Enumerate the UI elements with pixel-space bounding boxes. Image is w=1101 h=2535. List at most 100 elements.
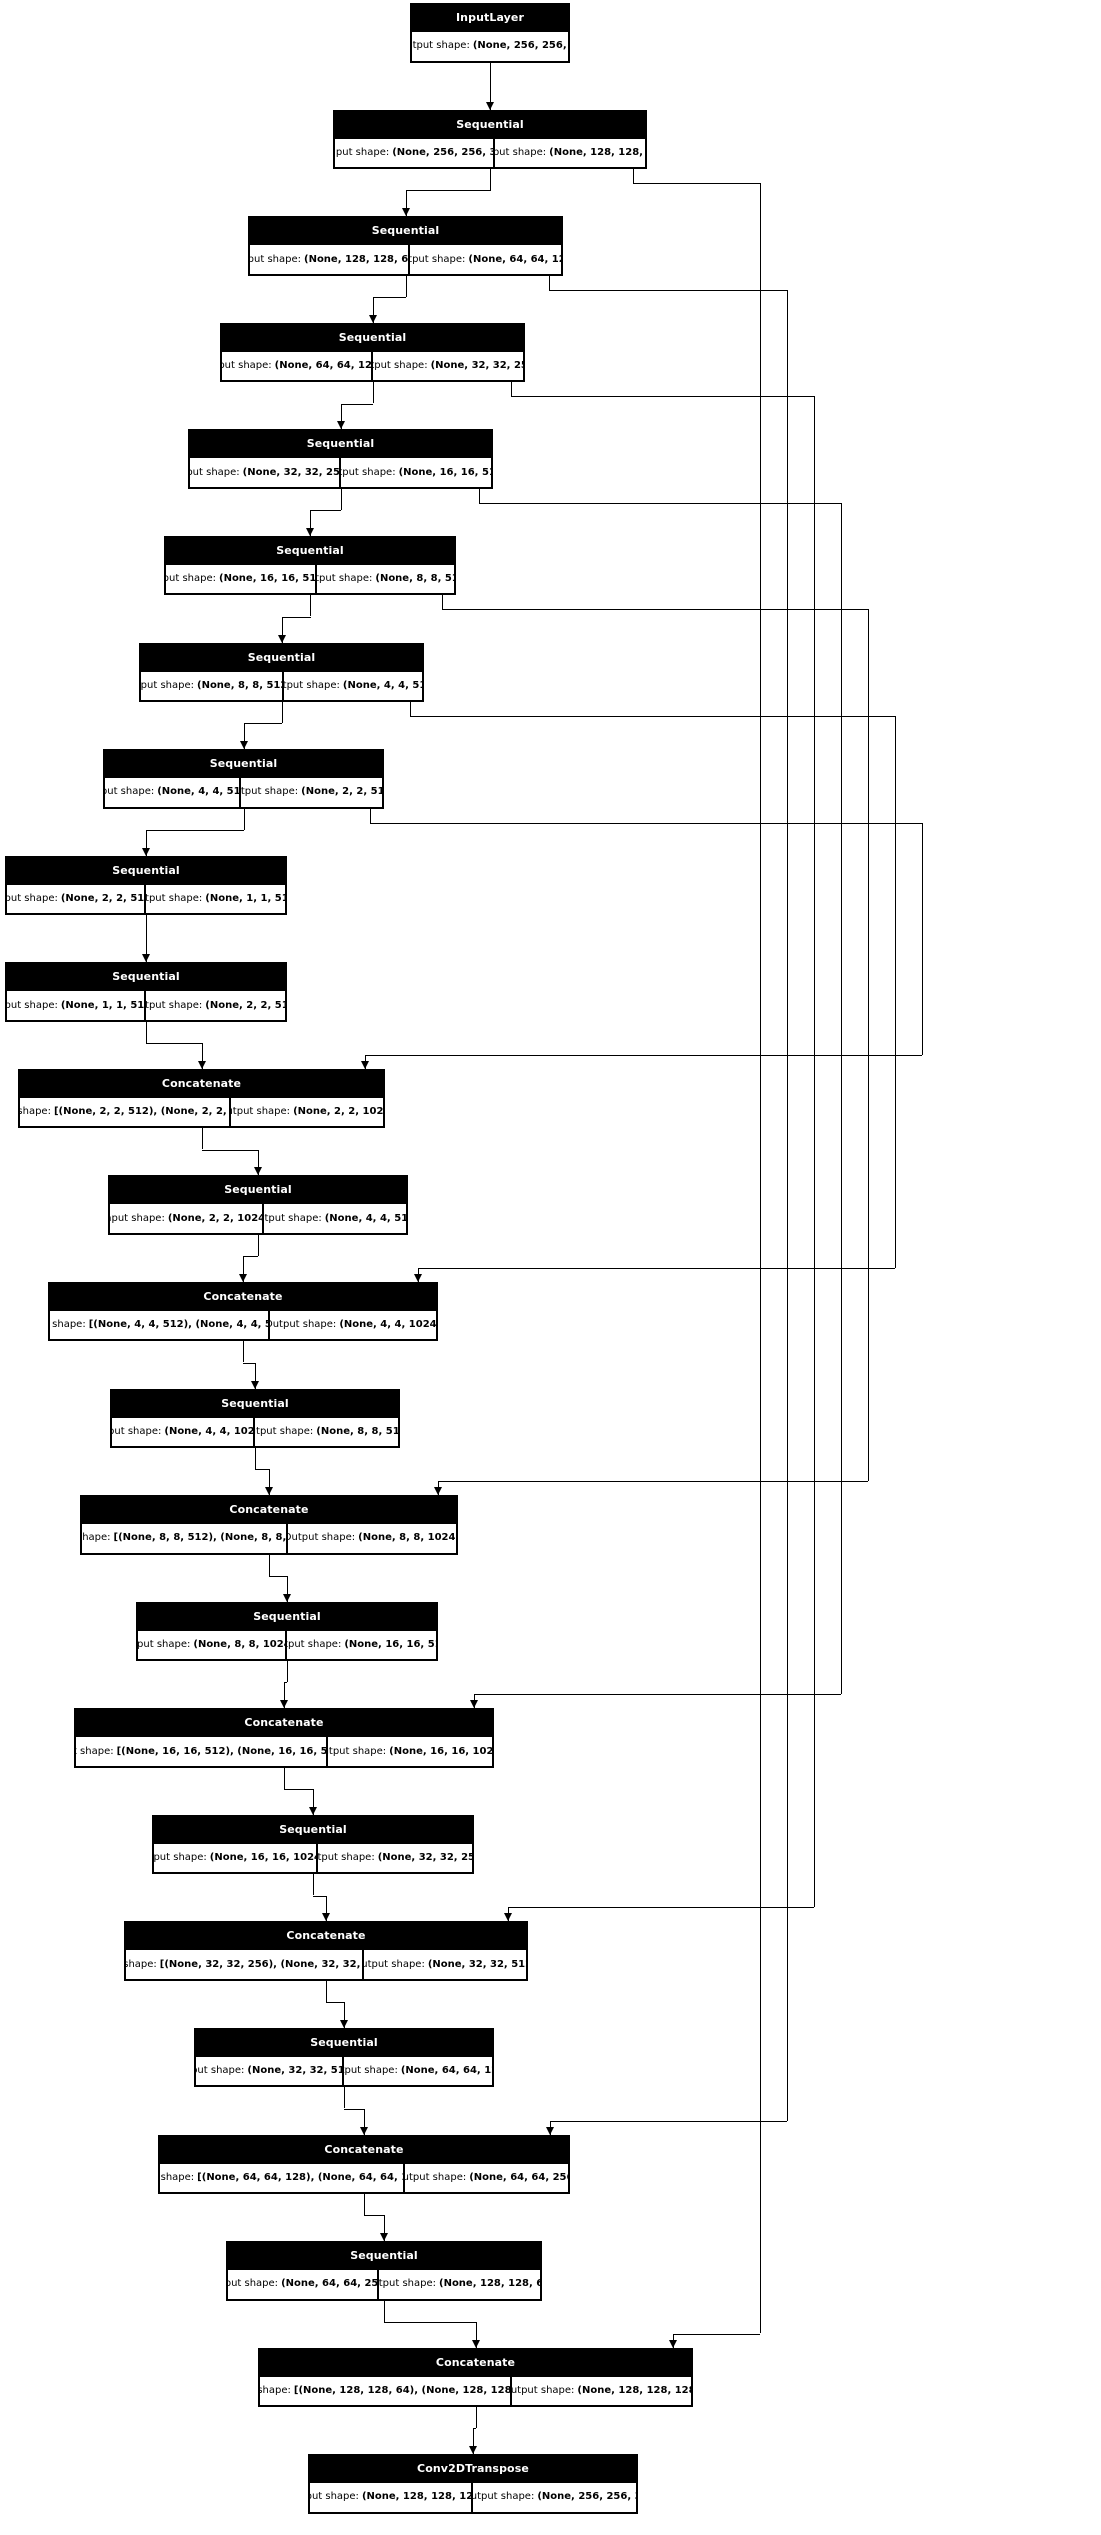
edge-n22-to-n23	[473, 2428, 476, 2429]
edge-n18-to-n19	[326, 1981, 327, 2003]
layer-node-sequential[interactable]: SequentialInput shape:(None, 4, 4, 512)O…	[103, 749, 384, 809]
layer-node-concatenate[interactable]: ConcatenateInput shape:[(None, 64, 64, 1…	[158, 2134, 570, 2194]
layer-type-label: Sequential	[112, 1390, 398, 1416]
layer-node-concatenate[interactable]: ConcatenateInput shape:[(None, 16, 16, 5…	[74, 1708, 494, 1768]
output-shape-value: (None, 4, 4, 512)	[324, 1212, 406, 1224]
layer-node-sequential[interactable]: SequentialInput shape:(None, 1, 1, 512)O…	[5, 962, 287, 1022]
layer-shape-row: Input shape:[(None, 16, 16, 512), (None,…	[76, 1735, 492, 1766]
layer-node-inputlayer[interactable]: InputLayerOutput shape:(None, 256, 256, …	[410, 3, 570, 63]
output-shape-label: Output shape:	[410, 253, 466, 265]
output-shape-value: (None, 16, 16, 1024)	[389, 1745, 492, 1757]
output-shape-cell: Output shape:(None, 256, 256, 3)	[473, 2483, 636, 2512]
output-shape-cell: Output shape:(None, 2, 2, 512)	[240, 778, 382, 807]
layer-type-label: Sequential	[228, 2243, 540, 2269]
edge-n6-to-n7	[244, 723, 282, 724]
edge-arrowhead	[265, 1487, 273, 1495]
edge-n12-to-n13	[255, 1363, 256, 1389]
edge-arrowhead	[278, 635, 286, 643]
layer-node-sequential[interactable]: SequentialInput shape:(None, 32, 32, 256…	[188, 429, 493, 489]
layer-node-sequential[interactable]: SequentialInput shape:(None, 4, 4, 1024)…	[110, 1388, 400, 1448]
input-shape-label: Input shape:	[310, 2491, 359, 2503]
layer-shape-row: Input shape:[(None, 32, 32, 256), (None,…	[126, 1948, 526, 1979]
layer-type-label: Concatenate	[82, 1497, 456, 1523]
output-shape-cell: Output shape:(None, 8, 8, 1024)	[287, 1524, 456, 1553]
layer-node-concatenate[interactable]: ConcatenateInput shape:[(None, 8, 8, 512…	[80, 1495, 458, 1555]
layer-node-sequential[interactable]: SequentialInput shape:(None, 8, 8, 1024)…	[136, 1601, 438, 1662]
skip-edge-n1-to-n22	[633, 183, 760, 184]
input-shape-value: [(None, 4, 4, 512), (None, 4, 4, 512)]	[88, 1319, 268, 1331]
output-shape-label: Output shape:	[494, 146, 547, 158]
skip-edge-n7-to-n10	[370, 823, 922, 824]
input-shape-label: Input shape:	[112, 1425, 162, 1437]
layer-node-concatenate[interactable]: ConcatenateInput shape:[(None, 2, 2, 512…	[18, 1068, 385, 1129]
input-shape-value: [(None, 128, 128, 64), (None, 128, 128, …	[293, 2384, 512, 2396]
layer-node-sequential[interactable]: SequentialInput shape:(None, 8, 8, 512)O…	[139, 642, 424, 703]
edge-arrowhead	[486, 102, 494, 110]
output-shape-label: Output shape:	[231, 1106, 291, 1118]
input-shape-value: (None, 1, 1, 512)	[60, 999, 145, 1011]
edge-n15-to-n16	[287, 1661, 288, 1683]
layer-type-label: Sequential	[196, 2030, 492, 2055]
layer-type-label: Concatenate	[20, 1070, 383, 1096]
layer-node-sequential[interactable]: SequentialInput shape:(None, 16, 16, 512…	[164, 536, 456, 596]
skip-edge-n2-to-n20	[787, 290, 788, 2121]
input-shape-label: Input shape:	[160, 2171, 195, 2183]
output-shape-cell: Output shape:(None, 128, 128, 64)	[379, 2270, 540, 2299]
output-shape-value: (None, 4, 4, 1024)	[339, 1319, 436, 1331]
edge-n10-to-n11	[258, 1150, 259, 1176]
layer-node-conv2dtranspose[interactable]: Conv2DTransposeInput shape:(None, 128, 1…	[308, 2454, 638, 2514]
output-shape-cell: Output shape:(None, 64, 64, 128)	[410, 245, 561, 274]
output-shape-value: (None, 2, 2, 512)	[205, 999, 285, 1011]
input-shape-cell: Input shape:[(None, 8, 8, 512), (None, 8…	[82, 1524, 288, 1553]
output-shape-value: (None, 32, 32, 512)	[427, 1958, 526, 1970]
input-shape-value: (None, 8, 8, 512)	[197, 679, 285, 691]
output-shape-label: Output shape:	[264, 1212, 322, 1224]
edge-n2-to-n3	[406, 276, 407, 298]
edge-n21-to-n22	[476, 2322, 477, 2348]
input-shape-value: (None, 256, 256, 3)	[392, 146, 495, 158]
edge-n11-to-n12	[243, 1256, 258, 1257]
output-shape-label: Output shape:	[287, 1638, 342, 1650]
layer-node-sequential[interactable]: SequentialInput shape:(None, 2, 2, 1024)…	[108, 1175, 408, 1235]
skip-edge-n5-to-n14	[438, 1481, 868, 1482]
layer-node-concatenate[interactable]: ConcatenateInput shape:[(None, 32, 32, 2…	[124, 1921, 528, 1981]
output-shape-cell: Output shape:(None, 256, 256, 3)	[412, 32, 568, 61]
layer-node-sequential[interactable]: SequentialInput shape:(None, 32, 32, 512…	[194, 2028, 494, 2088]
edge-n14-to-n15	[269, 1555, 270, 1577]
layer-type-label: Sequential	[166, 538, 454, 564]
edge-n3-to-n4	[341, 404, 373, 405]
edge-n17-to-n18	[313, 1896, 326, 1897]
output-shape-cell: Output shape:(None, 128, 128, 64)	[494, 138, 645, 168]
edge-n9-to-n10	[202, 1043, 203, 1069]
output-shape-cell: Output shape:(None, 16, 16, 512)	[340, 458, 491, 487]
edge-arrowhead	[283, 1594, 291, 1602]
layer-node-sequential[interactable]: SequentialInput shape:(None, 16, 16, 102…	[152, 1814, 474, 1875]
skip-edge-n3-to-n18	[511, 396, 814, 397]
input-shape-cell: Input shape:(None, 8, 8, 512)	[141, 671, 285, 701]
output-shape-label: Output shape:	[341, 466, 396, 478]
layer-node-sequential[interactable]: SequentialInput shape:(None, 64, 64, 256…	[226, 2241, 542, 2301]
input-shape-cell: Input shape:(None, 16, 16, 512)	[166, 565, 318, 594]
layer-node-sequential[interactable]: SequentialInput shape:(None, 64, 64, 128…	[220, 322, 525, 383]
layer-node-sequential[interactable]: SequentialInput shape:(None, 128, 128, 6…	[248, 216, 563, 276]
edge-arrowhead	[337, 421, 345, 429]
edge-arrowhead	[198, 1061, 206, 1069]
input-shape-label: Input shape:	[222, 360, 272, 372]
layer-node-sequential[interactable]: SequentialInput shape:(None, 256, 256, 3…	[333, 109, 647, 170]
layer-type-label: Conv2DTranspose	[310, 2456, 636, 2482]
layer-type-label: Sequential	[250, 218, 561, 244]
input-shape-label: Input shape:	[82, 1532, 111, 1544]
edge-n14-to-n15	[269, 1576, 287, 1577]
layer-node-concatenate[interactable]: ConcatenateInput shape:[(None, 128, 128,…	[258, 2347, 693, 2408]
input-shape-cell: Input shape:(None, 2, 2, 1024)	[110, 1204, 264, 1233]
skip-edge-n1-to-n22	[673, 2334, 760, 2335]
edge-arrowhead	[309, 1807, 317, 1815]
input-shape-cell: Input shape:(None, 2, 2, 512)	[7, 884, 146, 914]
layer-shape-row: Input shape:(None, 8, 8, 1024)Output sha…	[138, 1628, 436, 1660]
edge-arrowhead	[402, 208, 410, 216]
layer-node-concatenate[interactable]: ConcatenateInput shape:[(None, 4, 4, 512…	[48, 1282, 438, 1342]
input-shape-value: (None, 4, 4, 512)	[157, 786, 241, 798]
edge-n19-to-n20	[364, 2109, 365, 2135]
output-shape-value: (None, 16, 16, 512)	[344, 1638, 436, 1650]
layer-node-sequential[interactable]: SequentialInput shape:(None, 2, 2, 512)O…	[5, 855, 287, 916]
